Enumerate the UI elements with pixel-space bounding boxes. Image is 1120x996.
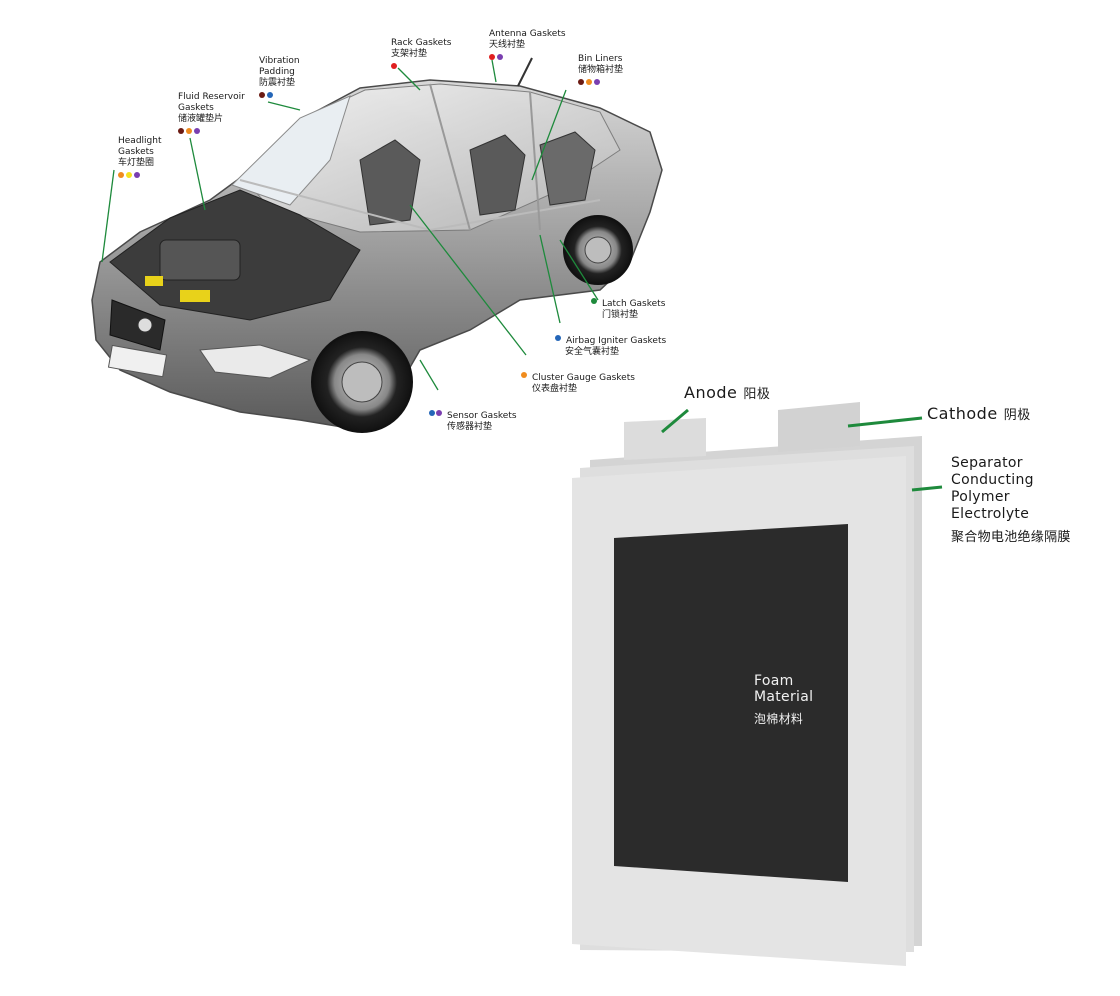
label-cluster-gauge-gaskets: Cluster Gauge Gaskets 仪表盘衬垫 xyxy=(521,372,651,395)
vibration-padding-en: Vibration Padding xyxy=(259,56,300,77)
label-cathode: Cathode 阴极 xyxy=(927,404,1031,423)
sensor-dots xyxy=(429,410,443,421)
material-dot xyxy=(194,128,200,134)
label-separator: Separator Conducting Polymer Electrolyte… xyxy=(951,455,1111,546)
foam-cn: 泡棉材料 xyxy=(754,712,804,726)
anode-cn: 阳极 xyxy=(743,387,771,402)
material-dot xyxy=(178,128,184,134)
headlight-gaskets-cn: 车灯垫圈 xyxy=(118,158,155,168)
cathode-tab xyxy=(778,402,860,452)
material-dot xyxy=(521,372,527,378)
airbag-dots xyxy=(555,335,562,346)
material-dot xyxy=(118,172,124,178)
antenna-gaskets-cn: 天线衬垫 xyxy=(489,40,526,50)
latch-gaskets-cn: 门锁衬垫 xyxy=(602,310,639,320)
fluid-reservoir-gaskets-en: Fluid Reservoir Gaskets xyxy=(178,92,245,113)
label-headlight-gaskets: Headlight Gaskets 车灯垫圈 xyxy=(118,136,188,180)
bin-liners-cn: 储物箱衬垫 xyxy=(578,65,624,75)
label-anode: Anode 阳极 xyxy=(684,383,770,402)
fluid-reservoir-gaskets-cn: 储液罐垫片 xyxy=(178,114,224,124)
foam-line2: Material xyxy=(754,689,814,705)
sensor-gaskets-en: Sensor Gaskets xyxy=(447,411,517,421)
latch-gaskets-en: Latch Gaskets xyxy=(602,299,666,309)
label-airbag-igniter-gaskets: Airbag Igniter Gaskets 安全气囊衬垫 xyxy=(555,335,685,358)
vibration-padding-cn: 防震衬垫 xyxy=(259,78,296,88)
material-dot xyxy=(267,92,273,98)
label-fluid-reservoir-gaskets: Fluid Reservoir Gaskets 储液罐垫片 xyxy=(178,92,258,136)
airbag-igniter-gaskets-cn: 安全气囊衬垫 xyxy=(565,347,620,357)
material-dot xyxy=(591,298,597,304)
label-latch-gaskets: Latch Gaskets 门锁衬垫 xyxy=(591,298,691,321)
foam-material-pad xyxy=(614,524,848,882)
material-dot xyxy=(134,172,140,178)
battery-cell xyxy=(572,402,922,966)
sensor-gaskets-cn: 传感器衬垫 xyxy=(447,422,493,432)
cluster-dots xyxy=(521,372,528,383)
foam-line1: Foam xyxy=(754,673,794,689)
separator-line2: Conducting xyxy=(951,472,1034,488)
label-rack-gaskets: Rack Gaskets 支架衬垫 xyxy=(391,38,471,71)
rack-dots xyxy=(391,63,471,71)
material-dot xyxy=(429,410,435,416)
cathode-cn: 阴极 xyxy=(1003,408,1031,423)
material-dot xyxy=(594,79,600,85)
rack-gaskets-en: Rack Gaskets xyxy=(391,38,452,48)
separator-line3: Polymer xyxy=(951,489,1010,505)
airbag-igniter-gaskets-en: Airbag Igniter Gaskets xyxy=(566,336,667,346)
fluid-reservoir-dots xyxy=(178,128,258,136)
cluster-gauge-gaskets-cn: 仪表盘衬垫 xyxy=(532,384,578,394)
material-dot xyxy=(586,79,592,85)
label-bin-liners: Bin Liners 储物箱衬垫 xyxy=(578,54,648,87)
material-dot xyxy=(578,79,584,85)
separator-cn: 聚合物电池绝缘隔膜 xyxy=(951,530,1071,545)
material-dot xyxy=(497,54,503,60)
material-dot xyxy=(259,92,265,98)
separator-line1: Separator xyxy=(951,455,1023,471)
headlight-gaskets-en: Headlight Gaskets xyxy=(118,136,162,157)
headlight-dots xyxy=(118,172,188,180)
anode-tab xyxy=(624,418,706,460)
label-foam-material: Foam Material 泡棉材料 xyxy=(754,673,844,727)
material-dot xyxy=(436,410,442,416)
bin-liners-dots xyxy=(578,79,648,87)
rack-gaskets-cn: 支架衬垫 xyxy=(391,49,428,59)
material-dot xyxy=(555,335,561,341)
material-dot xyxy=(126,172,132,178)
battery-leader-lines xyxy=(661,408,943,492)
separator-line4: Electrolyte xyxy=(951,506,1030,522)
label-antenna-gaskets: Antenna Gaskets 天线衬垫 xyxy=(489,29,579,62)
material-dot xyxy=(186,128,192,134)
material-dot xyxy=(489,54,495,60)
latch-dots xyxy=(591,298,598,309)
material-dot xyxy=(391,63,397,69)
bin-liners-en: Bin Liners xyxy=(578,54,623,64)
cathode-en: Cathode xyxy=(927,404,998,423)
anode-en: Anode xyxy=(684,383,738,402)
car-leader-lines xyxy=(101,59,599,391)
cluster-gauge-gaskets-en: Cluster Gauge Gaskets xyxy=(532,373,635,383)
label-vibration-padding: Vibration Padding 防震衬垫 xyxy=(259,56,311,100)
label-sensor-gaskets: Sensor Gaskets 传感器衬垫 xyxy=(429,410,539,433)
vibration-dots xyxy=(259,92,311,100)
antenna-gaskets-en: Antenna Gaskets xyxy=(489,29,566,39)
antenna-dots xyxy=(489,54,579,62)
